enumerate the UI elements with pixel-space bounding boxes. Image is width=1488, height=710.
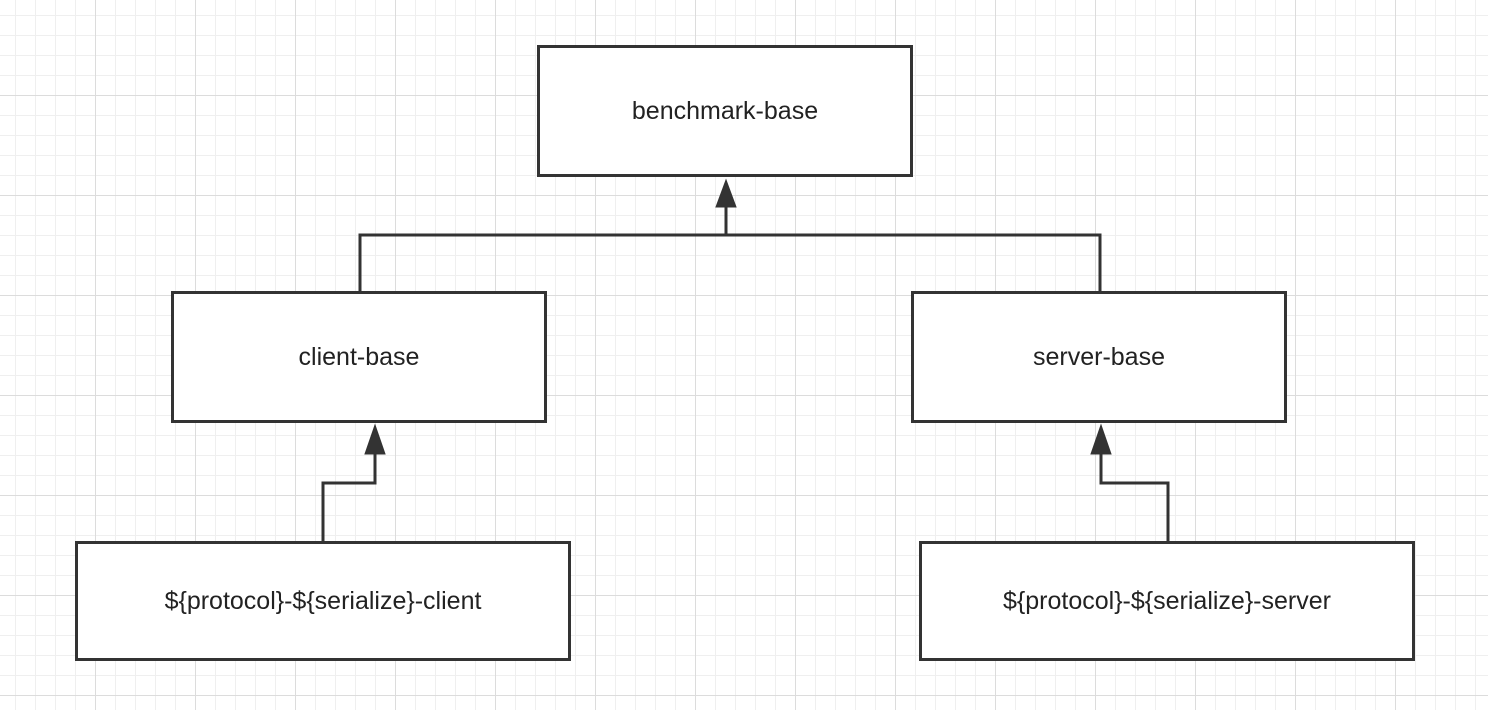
edge-client-base-to-benchmark-base [358, 205, 728, 292]
arrowhead-benchmark-base [715, 178, 737, 208]
node-protocol-serialize-server[interactable]: ${protocol}-${serialize}-server [919, 541, 1415, 661]
node-label: ${protocol}-${serialize}-server [1003, 586, 1331, 615]
node-label: client-base [298, 342, 420, 371]
edge-server-base-to-benchmark-base [726, 233, 1102, 292]
arrowhead-server-base [1090, 423, 1112, 455]
node-benchmark-base[interactable]: benchmark-base [537, 45, 913, 177]
node-server-base[interactable]: server-base [911, 291, 1287, 423]
node-label: server-base [1033, 342, 1165, 371]
node-client-base[interactable]: client-base [171, 291, 547, 423]
arrowhead-client-base [364, 423, 386, 455]
node-label: benchmark-base [631, 96, 819, 125]
edge-protocol-client-to-client-base [321, 452, 377, 542]
node-protocol-serialize-client[interactable]: ${protocol}-${serialize}-client [75, 541, 571, 661]
edge-protocol-server-to-server-base [1099, 452, 1170, 542]
node-label: ${protocol}-${serialize}-client [164, 586, 482, 615]
